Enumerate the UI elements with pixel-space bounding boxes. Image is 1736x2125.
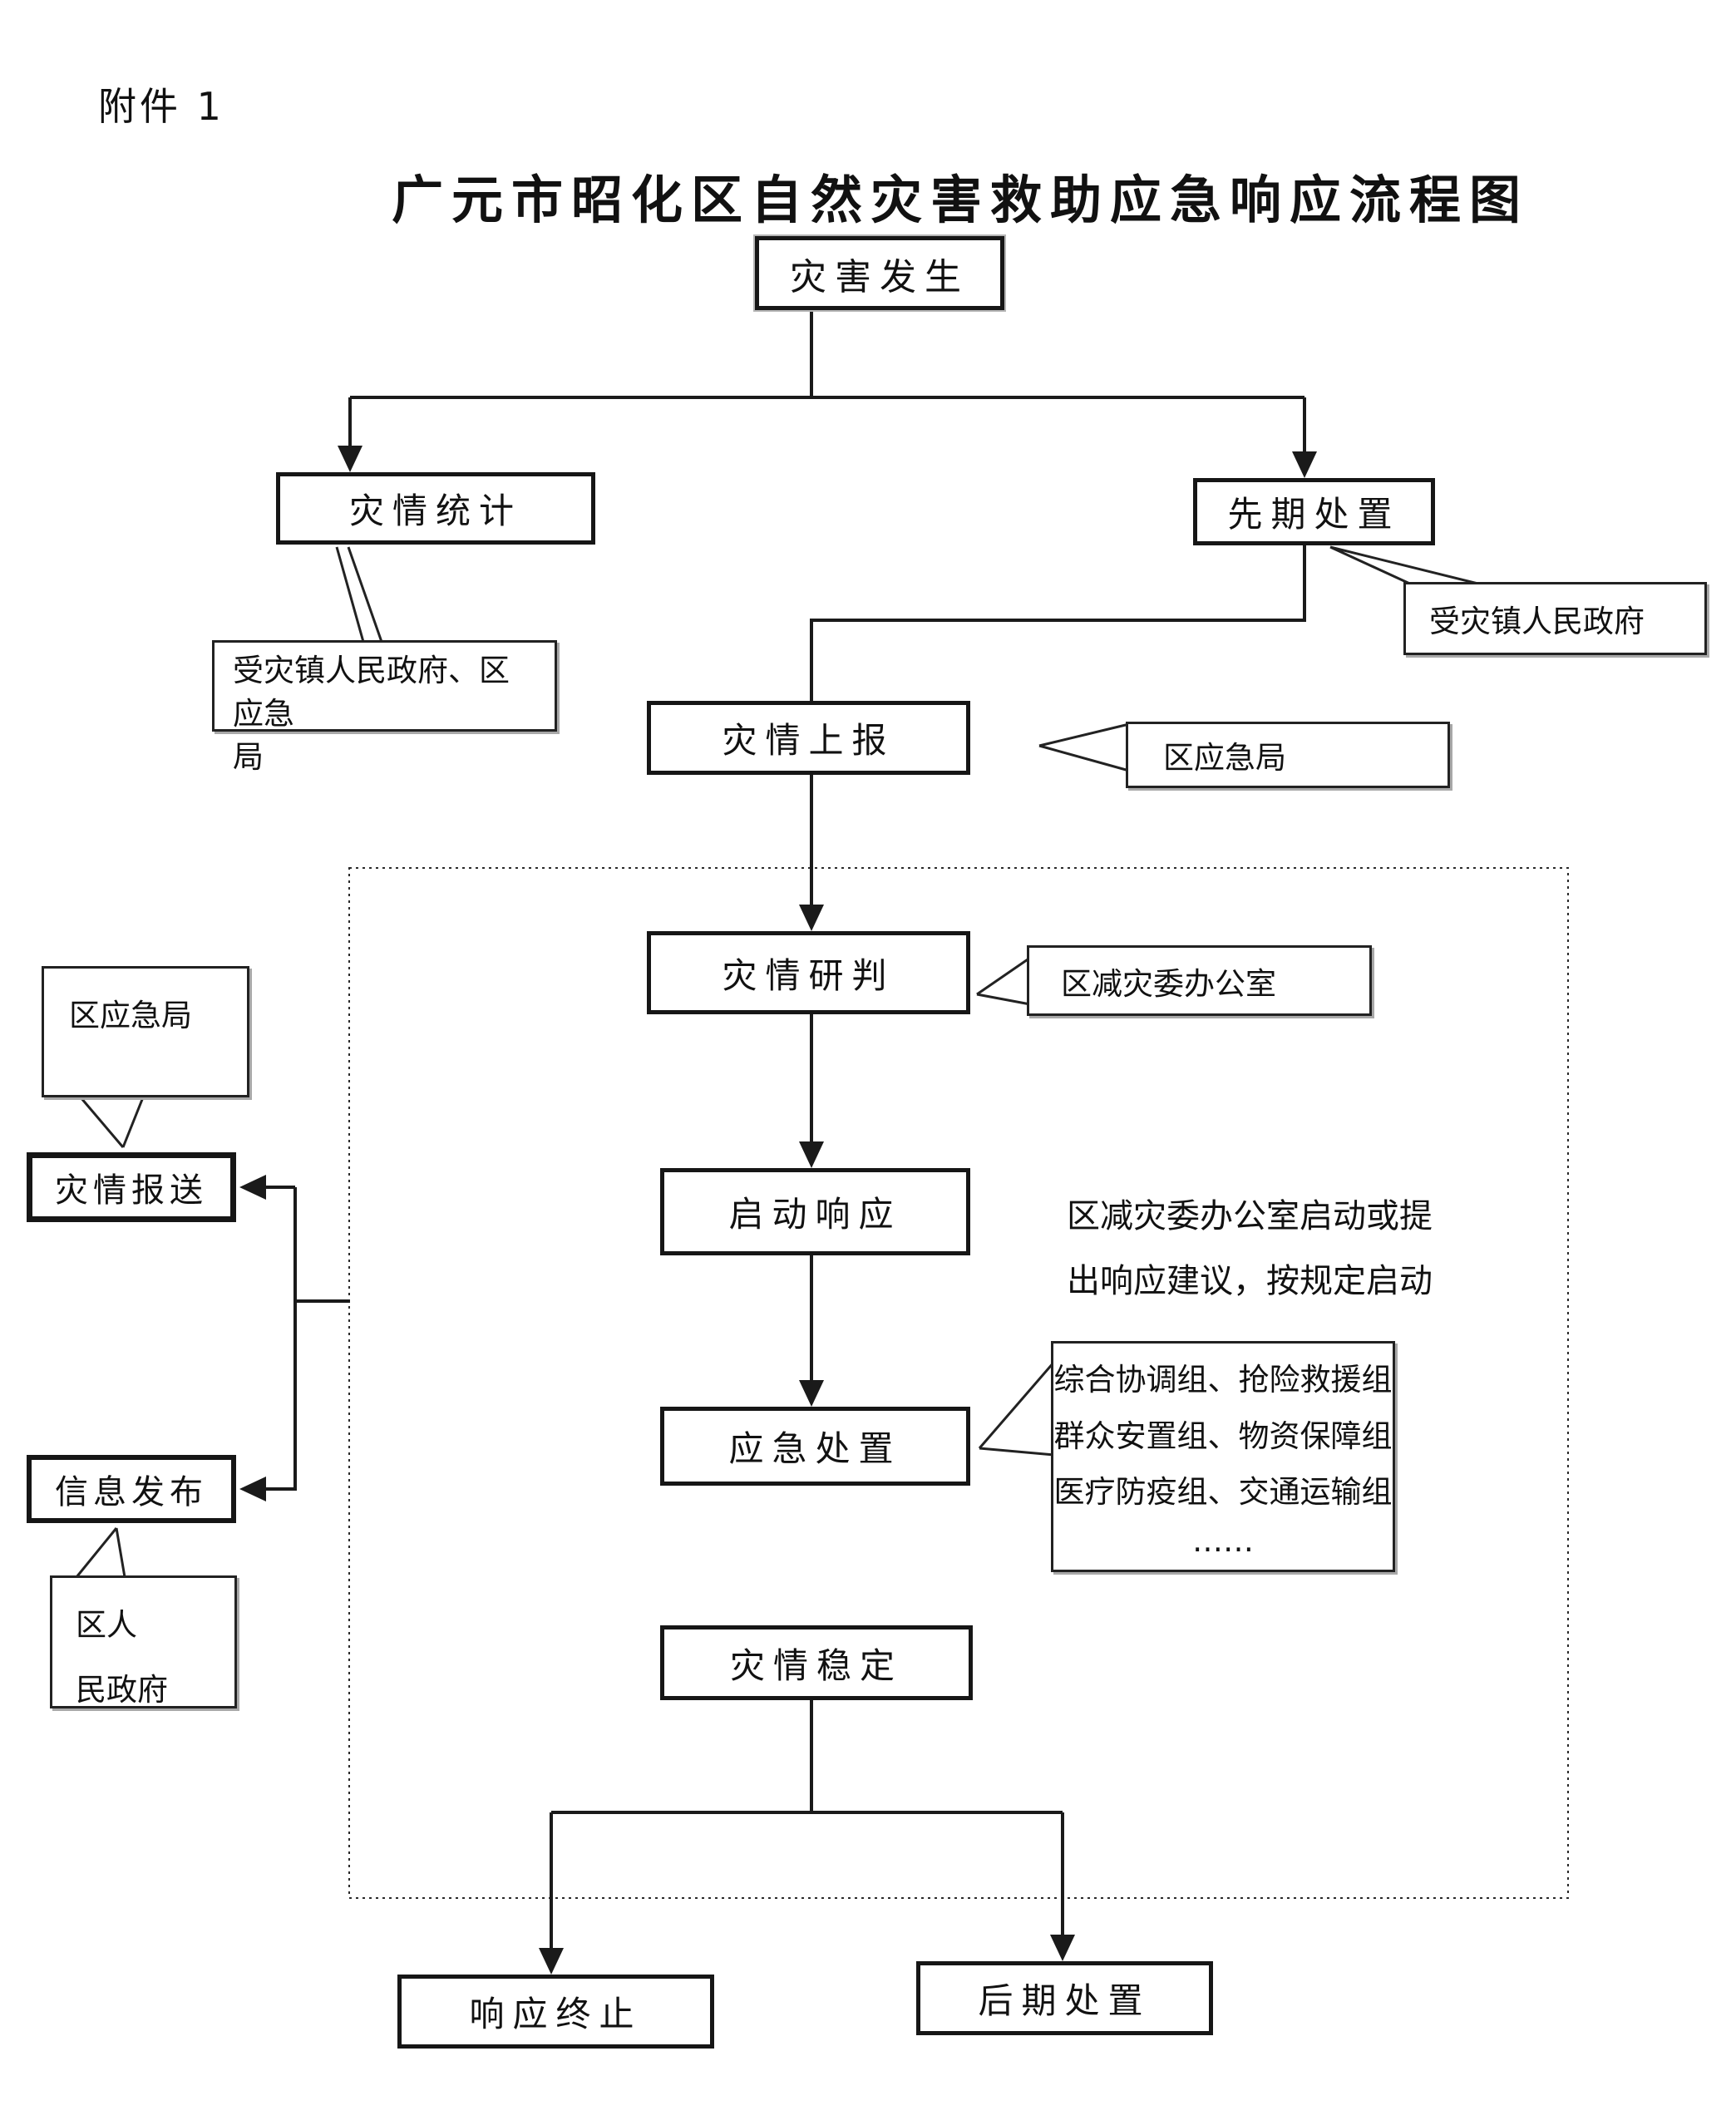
flow-preliminary-to-reporting — [810, 545, 1306, 701]
tail-submission-source — [79, 1097, 145, 1148]
arrow-into-release — [239, 1477, 266, 1501]
callout-submission-source: 区应急局 — [42, 966, 249, 1097]
arrow-into-termination — [539, 1948, 564, 1975]
callout-preliminary-source: 受灾镇人民政府 — [1403, 582, 1707, 655]
node-response-termination: 响应终止 — [397, 1975, 714, 2049]
groups-line-1: 综合协调组、抢险救援组 — [1053, 1362, 1393, 1398]
callout-assessment-source: 区减灾委办公室 — [1027, 945, 1372, 1016]
activation-note: 区减灾委办公室启动或提 出响应建议，按规定启动 — [1067, 1184, 1449, 1314]
arrow-into-edisposal — [799, 1380, 824, 1407]
tail-reporting-source — [1038, 722, 1130, 772]
node-post-disposal: 后期处置 — [916, 1961, 1213, 2035]
node-emergency-disposal: 应急处置 — [660, 1407, 970, 1486]
node-disaster-reporting: 灾情上报 — [647, 701, 970, 775]
node-disaster-occurs: 灾害发生 — [753, 234, 1006, 312]
callout-release-source: 区人 民政府 — [50, 1575, 237, 1708]
groups-ellipsis: …… — [1192, 1522, 1254, 1559]
callout-release-source-line2: 民政府 — [76, 1671, 168, 1708]
node-disaster-assessment: 灾情研判 — [647, 931, 970, 1014]
callout-statistics-source-line1: 受灾镇人民政府、区应急 — [233, 653, 510, 732]
page-title: 广元市昭化区自然灾害救助应急响应流程图 — [391, 170, 1529, 230]
tail-release-source — [75, 1527, 126, 1578]
callout-release-source-line1: 区人 — [76, 1607, 137, 1643]
tail-assessment-source — [976, 956, 1031, 1006]
tail-preliminary-source — [1329, 545, 1486, 587]
arrow-into-assessment — [799, 905, 824, 931]
attachment-label: 附件 1 — [98, 84, 224, 129]
flow-stabilized-split-line — [550, 1700, 1064, 1966]
node-disaster-stabilized: 灾情稳定 — [660, 1625, 973, 1700]
activation-note-line1: 区减灾委办公室启动或提 — [1067, 1197, 1433, 1235]
callout-statistics-source: 受灾镇人民政府、区应急 局 — [212, 640, 557, 775]
callout-response-groups: 综合协调组、抢险救援组 群众安置组、物资保障组 医疗防疫组、交通运输组 …… — [1051, 1341, 1395, 1572]
flow-occurs-split-line — [348, 310, 1306, 468]
groups-line-2: 群众安置组、物资保障组 — [1053, 1417, 1393, 1454]
tail-statistics-source — [335, 546, 383, 643]
callout-statistics-source-line2: 局 — [233, 738, 264, 775]
node-information-release: 信息发布 — [27, 1455, 236, 1523]
callout-reporting-source: 区应急局 — [1126, 722, 1450, 788]
node-activate-response: 启动响应 — [660, 1168, 970, 1255]
arrow-into-preliminary — [1292, 451, 1317, 478]
groups-line-3: 医疗防疫组、交通运输组 — [1053, 1474, 1393, 1511]
arrow-into-post-disposal — [1050, 1935, 1075, 1961]
arrow-into-activate — [799, 1141, 824, 1168]
node-disaster-report-submission: 灾情报送 — [27, 1152, 236, 1222]
tail-groups-callout — [978, 1361, 1056, 1457]
flow-left-bracket — [249, 1186, 350, 1491]
node-disaster-statistics: 灾情统计 — [276, 472, 595, 545]
activation-note-line2: 出响应建议，按规定启动 — [1067, 1262, 1433, 1300]
arrow-into-statistics — [338, 446, 362, 472]
node-preliminary-disposal: 先期处置 — [1193, 478, 1435, 545]
arrow-into-submission — [239, 1175, 266, 1200]
